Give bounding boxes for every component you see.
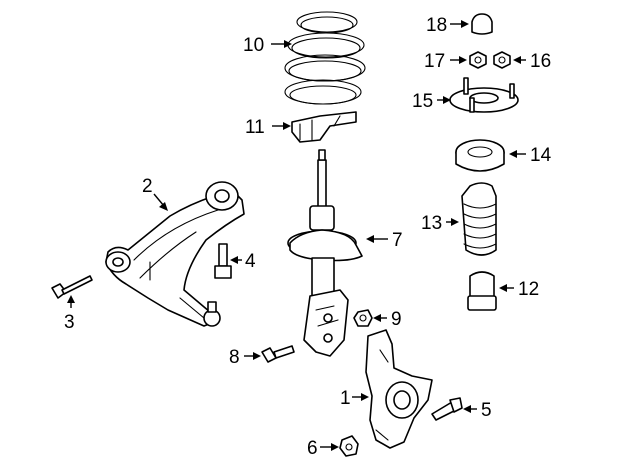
strut-mount <box>449 77 519 113</box>
callout-5: 5 <box>481 400 492 421</box>
callout-4: 4 <box>245 251 256 272</box>
bump-stop <box>467 271 497 311</box>
ball-joint-bolt <box>214 243 232 279</box>
callout-1: 1 <box>340 388 351 409</box>
lower-control-arm <box>105 181 245 327</box>
callout-10: 10 <box>243 35 264 56</box>
steering-knuckle <box>365 329 433 449</box>
strut-assembly <box>287 149 363 357</box>
strut-bearing <box>455 139 505 172</box>
coil-spring <box>284 11 366 105</box>
mount-nut-left <box>469 51 487 69</box>
knuckle-nut <box>339 435 359 457</box>
dust-boot <box>461 182 497 256</box>
callout-18: 18 <box>426 15 447 36</box>
dust-cap <box>471 13 493 35</box>
control-arm-bolt <box>51 275 93 299</box>
callout-16: 16 <box>530 51 551 72</box>
strut-nut <box>353 309 373 327</box>
lower-spring-insulator <box>291 111 357 143</box>
callout-14: 14 <box>530 145 552 166</box>
callout-13: 13 <box>421 213 442 234</box>
callout-3: 3 <box>64 312 75 333</box>
strut-to-knuckle-bolt <box>261 345 295 363</box>
callout-labels: 10 11 2 4 3 7 9 8 1 5 6 18 <box>64 15 552 459</box>
mount-nut-right <box>493 51 511 69</box>
callout-8: 8 <box>229 347 240 368</box>
callout-6: 6 <box>307 438 318 459</box>
callout-2: 2 <box>142 176 153 197</box>
callout-11: 11 <box>245 117 265 138</box>
callout-7: 7 <box>392 230 403 251</box>
knuckle-bolt <box>431 397 463 421</box>
callout-15: 15 <box>412 91 433 112</box>
callout-12: 12 <box>518 279 539 300</box>
callout-9: 9 <box>391 309 402 330</box>
callout-17: 17 <box>424 51 445 72</box>
